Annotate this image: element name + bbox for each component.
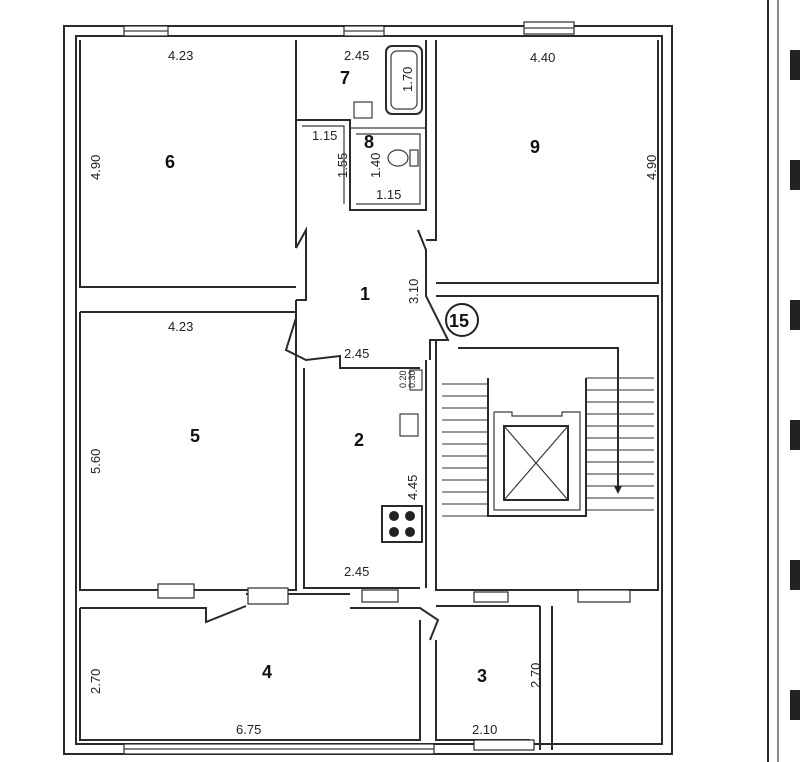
room-6-width: 4.23 [168, 48, 193, 63]
room-number-5: 5 [190, 426, 200, 446]
room-3-width: 2.10 [472, 722, 497, 737]
room-9-length: 4.90 [644, 155, 659, 180]
shaft-dim-a: 0.20 [398, 370, 408, 388]
room-4-width: 2.70 [88, 669, 103, 694]
sink [353, 101, 419, 437]
room-number-4: 4 [262, 662, 272, 682]
room-8-dim-c: 1.40 [368, 153, 383, 178]
page-edge-marks [790, 50, 800, 720]
room-5-width: 4.23 [168, 319, 193, 334]
room-6-length: 4.90 [88, 155, 103, 180]
room-7-width: 2.45 [344, 48, 369, 63]
room-1-length: 3.10 [406, 279, 421, 304]
room-8-dim-a: 1.15 [312, 128, 337, 143]
room-8-dim-d: 1.15 [376, 187, 401, 202]
interior-walls [79, 40, 659, 750]
shaft [409, 369, 423, 391]
staircase [442, 347, 654, 517]
room-8-dim-b: 1.55 [335, 153, 350, 178]
room-5-length: 5.60 [88, 449, 103, 474]
room-number-2: 2 [354, 430, 364, 450]
stair-marker: 15 [445, 303, 479, 337]
room-number-9: 9 [530, 137, 540, 157]
room-number-1: 1 [360, 284, 370, 304]
room-number-3: 3 [477, 666, 487, 686]
bathtub [385, 45, 423, 115]
room-1-width: 2.45 [344, 346, 369, 361]
windows [123, 21, 631, 755]
room-2-width: 2.45 [344, 564, 369, 579]
room-number-7: 7 [340, 68, 350, 88]
room-number-6: 6 [165, 152, 175, 172]
stove [381, 505, 423, 543]
toilet [387, 149, 419, 167]
shaft-dim-b: 0.30 [407, 370, 417, 388]
room-2-length: 4.45 [405, 475, 420, 500]
room-9-width: 4.40 [530, 50, 555, 65]
room-7-length: 1.70 [400, 67, 415, 92]
wall-niche [247, 587, 289, 605]
room-3-length: 2.70 [528, 663, 543, 688]
room-number-8: 8 [364, 132, 374, 152]
stair-marker-label: 15 [449, 311, 469, 331]
room-4-length: 6.75 [236, 722, 261, 737]
